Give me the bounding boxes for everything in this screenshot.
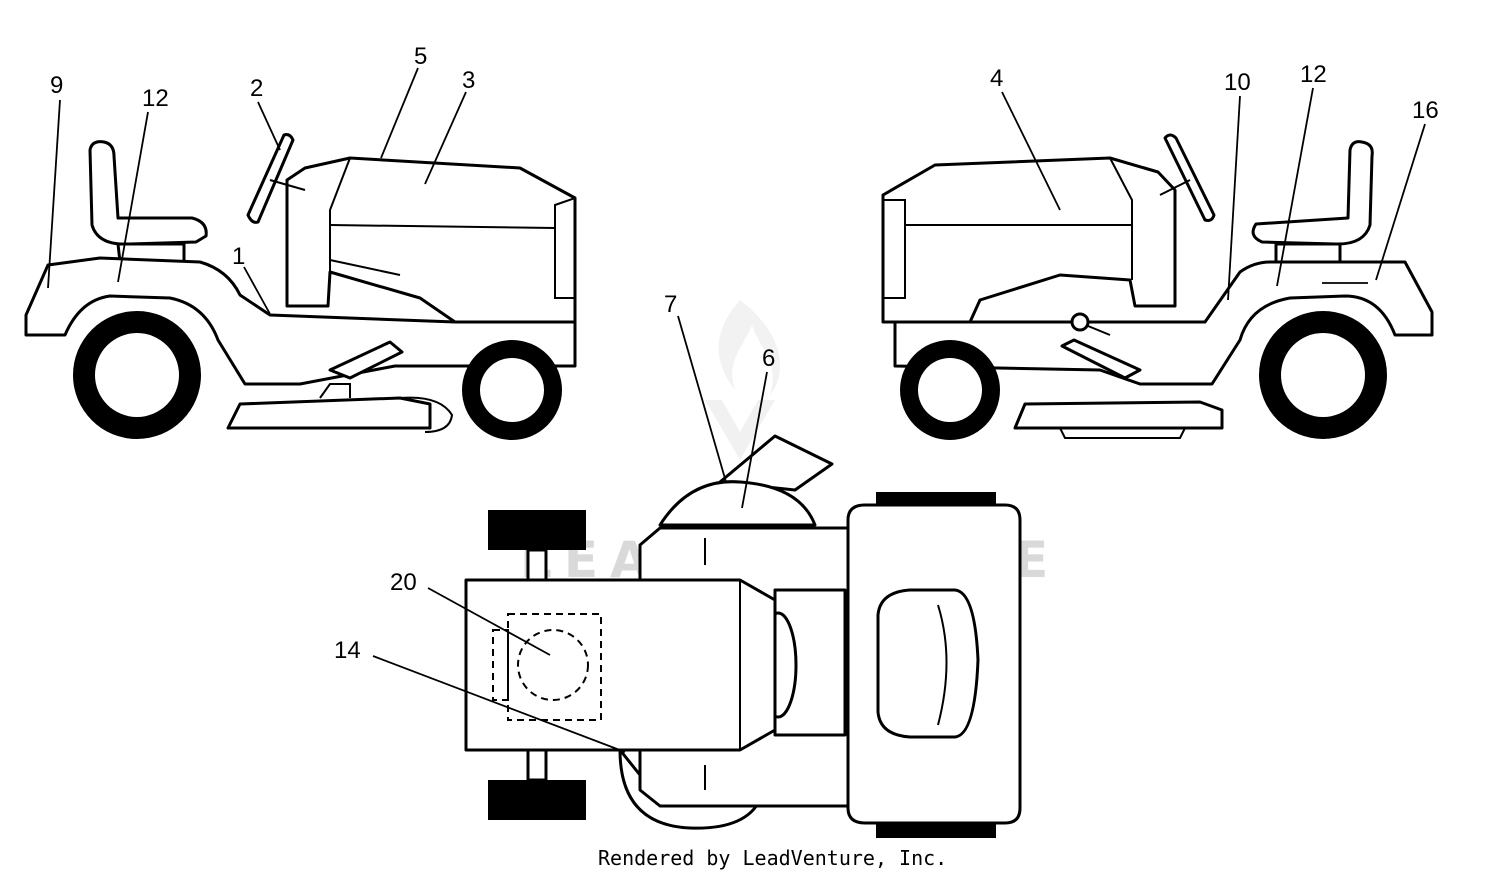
callout-12: 12 [142,85,169,112]
watermark-logo [705,300,780,460]
callout-14: 14 [334,637,361,664]
callout-1: 1 [232,243,245,270]
tractor-left-view [24,133,577,440]
callout-9: 9 [50,72,63,99]
credit-text: Rendered by LeadVenture, Inc. [598,846,947,870]
callout-16: 16 [1412,97,1439,124]
callout-20: 20 [390,569,417,596]
leader-lines [47,67,1426,753]
callout-12-right: 12 [1300,61,1327,88]
tractor-top-view [464,434,1022,838]
callout-4: 4 [990,65,1003,92]
callout-6: 6 [762,345,775,372]
tractor-right-view [881,133,1434,440]
callout-5: 5 [414,43,427,70]
callout-10: 10 [1224,69,1251,96]
callout-7: 7 [664,291,677,318]
callout-numbers: 9 12 2 5 3 1 4 10 12 16 7 6 20 14 [50,43,1439,664]
callout-3: 3 [462,67,475,94]
callout-2: 2 [250,75,263,102]
